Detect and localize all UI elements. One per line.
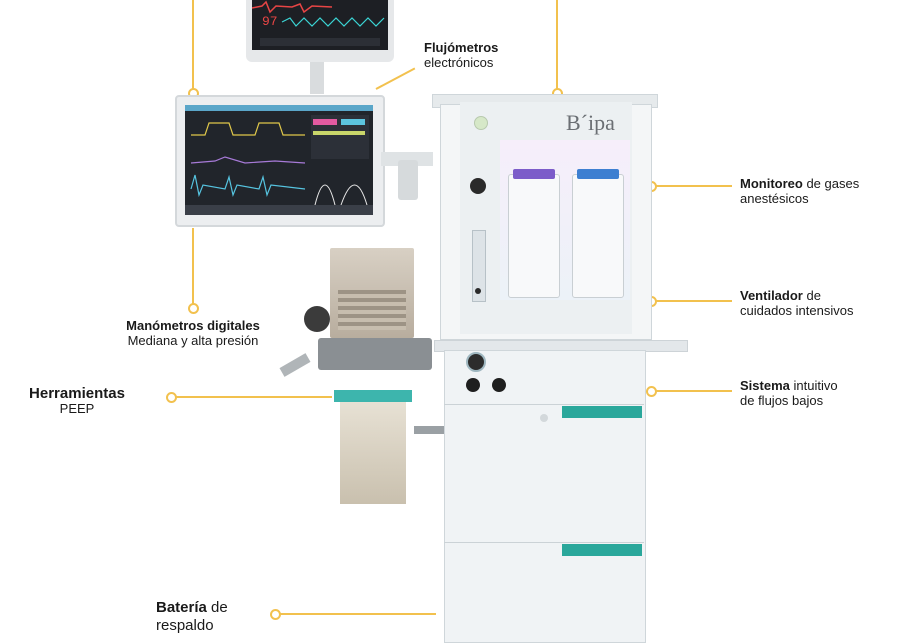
flowmeter-ball: [475, 288, 481, 294]
label-manometros: Manómetros digitales Mediana y alta pres…: [108, 318, 278, 348]
label-flujometros: Flujómetros electrónicos: [424, 40, 498, 70]
leader-dot: [166, 392, 177, 403]
leader-flujometros: [375, 67, 416, 90]
label-ventilador-line2: cuidados intensivos: [740, 303, 854, 318]
label-flujometros-title: Flujómetros: [424, 40, 499, 55]
drawer-divider: [444, 404, 644, 405]
valve-knob[interactable]: [304, 306, 330, 332]
absorber-teal-ring: [334, 390, 412, 402]
vaporizer-right[interactable]: [572, 169, 624, 298]
breathing-block: [318, 338, 432, 370]
vaporizer-cap-blue: [577, 169, 619, 179]
ventilation-waveforms: [185, 105, 373, 215]
label-herramientas-bold: Herramientas: [29, 385, 125, 402]
absorber-canister: [340, 402, 406, 504]
label-monitoreo-bold: Monitoreo: [740, 176, 803, 191]
leader-dot: [646, 386, 657, 397]
label-monitoreo-rest: de gases: [802, 176, 860, 191]
leader-bateria: [276, 613, 436, 615]
label-flujometros-sub: electrónicos: [424, 55, 494, 70]
drawer-lock-icon: [540, 414, 548, 422]
vaporizer-cap-purple: [513, 169, 555, 179]
pressure-gauge-icon: [466, 352, 486, 372]
label-ventilador-bold: Ventilador: [740, 288, 803, 303]
vaporizer-left[interactable]: [508, 169, 560, 298]
brand-logo: B´ipa: [566, 110, 615, 135]
label-sistema-bold: Sistema: [740, 378, 790, 393]
drawer-handle-top[interactable]: [562, 406, 642, 418]
leader-sistema: [652, 390, 732, 392]
status-indicator-icon: [474, 116, 488, 130]
port-right[interactable]: [492, 378, 506, 392]
label-sistema-rest: intuitivo: [789, 378, 838, 393]
leader-ventilador: [652, 300, 732, 302]
label-ventilador: Ventilador de cuidados intensivos: [740, 288, 853, 318]
bellows-stripes: [338, 290, 406, 330]
control-screen[interactable]: [175, 95, 385, 227]
flow-knob[interactable]: [470, 178, 486, 194]
drawer-divider: [444, 542, 644, 543]
leader-dot: [188, 303, 199, 314]
leader-top-right: [556, 0, 558, 90]
label-sistema: Sistema intuitivo de flujos bajos: [740, 378, 838, 408]
screen-arm: [381, 152, 433, 166]
leader-monitoreo: [652, 185, 732, 187]
leader-monitor-screen: [192, 228, 194, 306]
port-left[interactable]: [466, 378, 480, 392]
breathing-port[interactable]: [279, 353, 311, 377]
label-ventilador-rest: de: [802, 288, 821, 303]
monitor-screen: 97: [251, 0, 388, 50]
spo2-value: 97: [262, 14, 278, 29]
label-monitoreo-line2: anestésicos: [740, 191, 809, 206]
label-herramientas-line2: PEEP: [59, 401, 95, 416]
lower-cabinet: [444, 350, 646, 643]
top-patient-monitor: 97: [246, 0, 394, 94]
label-bateria-bold: Batería: [156, 599, 207, 616]
label-monitoreo: Monitoreo de gases anestésicos: [740, 176, 859, 206]
drawer-handle-bottom[interactable]: [562, 544, 642, 556]
flowmeter-tube: [472, 230, 486, 302]
leader-dot: [270, 609, 281, 620]
monitor-stand: [310, 62, 324, 94]
hose-connector: [414, 426, 444, 434]
leader-top-left: [192, 0, 194, 90]
screen-arm-joint: [398, 160, 418, 200]
label-bateria: Batería de respaldo: [156, 599, 228, 635]
label-herramientas: Herramientas PEEP: [12, 386, 142, 416]
label-bateria-rest: de: [206, 599, 228, 616]
waveform-graphic: [251, 0, 385, 46]
label-bateria-line2: respaldo: [156, 617, 214, 634]
control-screen-display: [185, 105, 373, 215]
leader-herramientas: [172, 396, 332, 398]
label-sistema-line2: de flujos bajos: [740, 393, 824, 408]
label-manometros-bold: Manómetros digitales: [126, 318, 260, 333]
label-manometros-line2: Mediana y alta presión: [127, 333, 259, 348]
